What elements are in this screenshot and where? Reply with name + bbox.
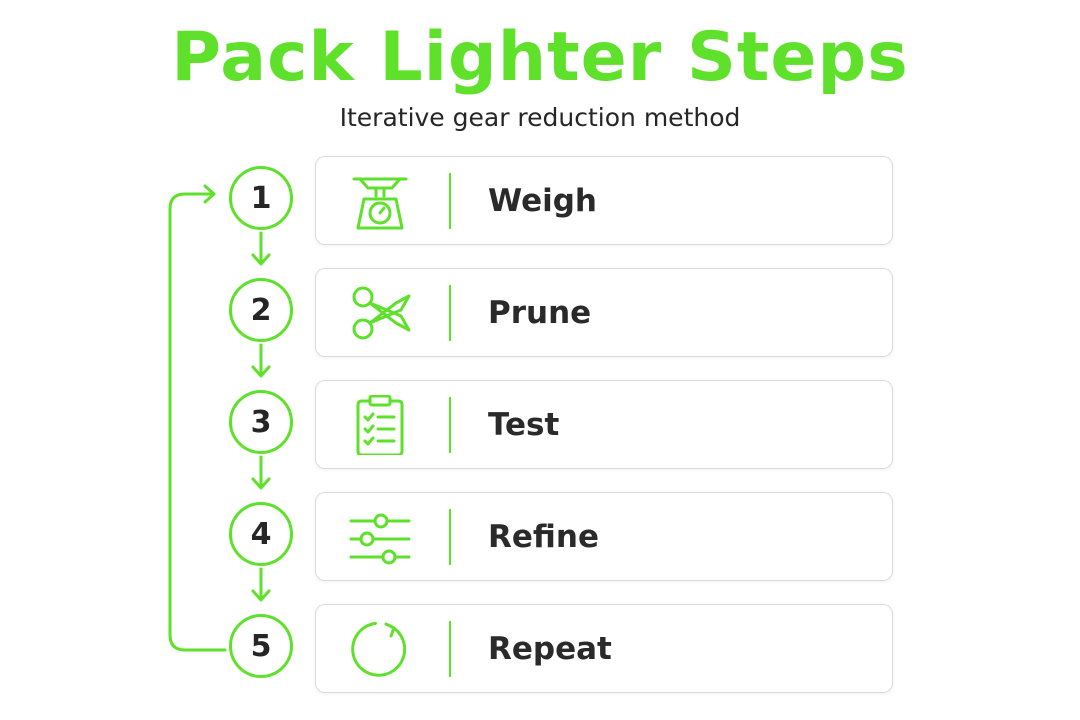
arrow-3-4 xyxy=(251,455,271,490)
step-label: Repeat xyxy=(488,631,612,667)
step-card-weigh: Weigh xyxy=(315,156,893,245)
step-number-circle: 2 xyxy=(229,278,293,342)
arrow-2-3 xyxy=(251,343,271,378)
step-divider xyxy=(449,173,451,229)
step-label: Prune xyxy=(488,295,592,331)
step-number-circle: 5 xyxy=(229,614,293,678)
step-card-repeat: Repeat xyxy=(315,604,893,693)
step-number-circle: 4 xyxy=(229,502,293,566)
loop-back-arrow xyxy=(168,184,227,652)
step-card-test: Test xyxy=(315,380,893,469)
step-number-circle: 3 xyxy=(229,390,293,454)
scissors-icon xyxy=(352,286,411,340)
step-number-circle: 1 xyxy=(229,166,293,230)
diagram-subtitle: Iterative gear reduction method xyxy=(339,103,741,132)
step-divider xyxy=(449,621,451,677)
step-card-prune: Prune xyxy=(315,268,893,357)
step-divider xyxy=(449,397,451,453)
step-divider xyxy=(449,509,451,565)
step-divider xyxy=(449,285,451,341)
refresh-icon xyxy=(351,621,407,677)
step-card-refine: Refine xyxy=(315,492,893,581)
scale-icon xyxy=(352,177,408,230)
arrow-4-5 xyxy=(251,567,271,602)
step-label: Weigh xyxy=(488,183,597,219)
sliders-icon xyxy=(349,513,411,565)
clipboard-checklist-icon xyxy=(356,395,404,455)
arrow-1-2 xyxy=(251,231,271,266)
diagram-title: Pack Lighter Steps xyxy=(171,18,909,97)
step-label: Test xyxy=(488,407,560,443)
step-label: Refine xyxy=(488,519,599,555)
